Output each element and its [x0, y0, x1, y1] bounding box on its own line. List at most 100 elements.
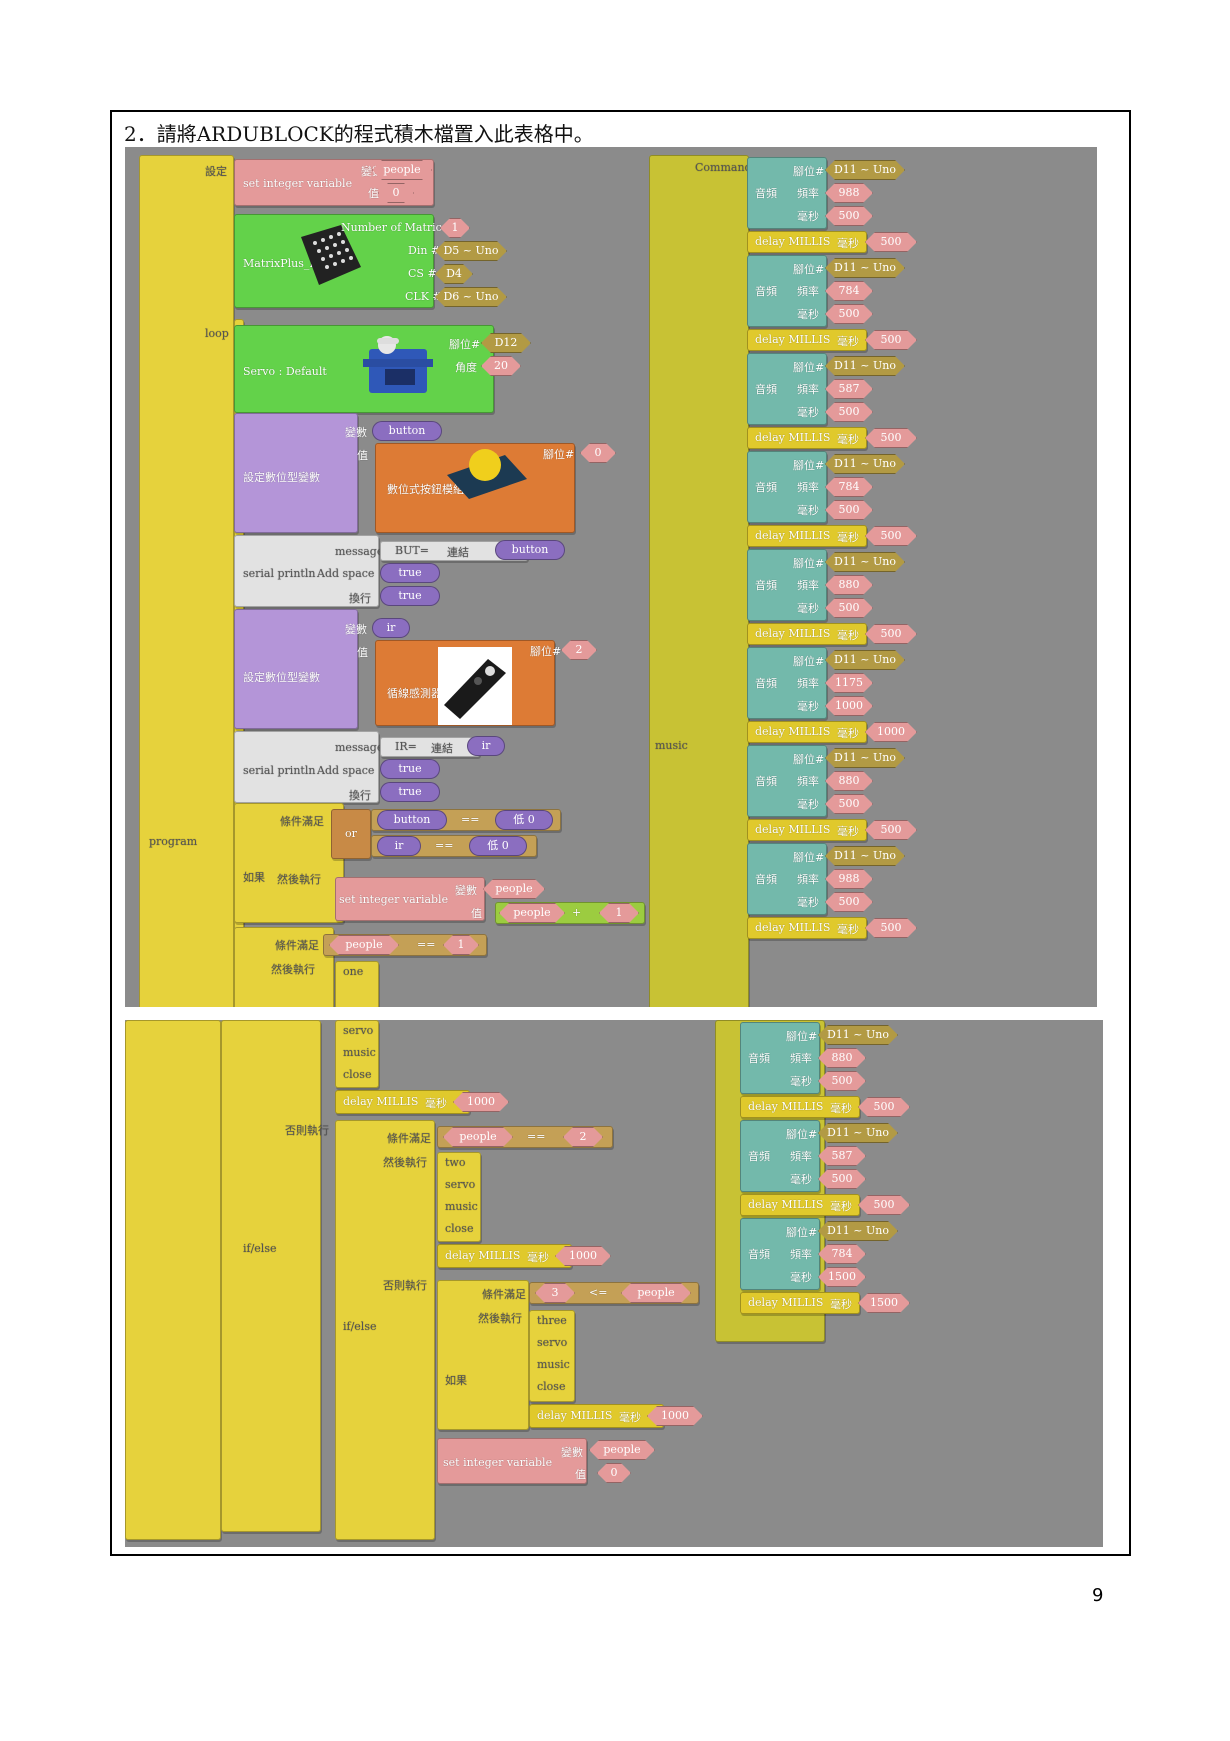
- delay-block[interactable]: [747, 623, 867, 645]
- servo-angle-pill[interactable]: 20: [481, 356, 521, 376]
- low0-pill-2[interactable]: 低 0: [469, 836, 527, 856]
- tone-block[interactable]: [747, 255, 827, 327]
- sub-stack-2[interactable]: [437, 1152, 481, 1242]
- pin-pill[interactable]: D11 ~ Uno: [825, 846, 905, 866]
- delay-block[interactable]: [740, 1194, 860, 1216]
- one-sub-block[interactable]: [335, 961, 379, 1007]
- freq-pill[interactable]: 784: [825, 281, 873, 301]
- program-block-cont[interactable]: [125, 1020, 221, 1540]
- button-ref-pill[interactable]: button: [495, 540, 565, 560]
- freq-pill[interactable]: 988: [825, 869, 873, 889]
- set-digital-ir-block[interactable]: [234, 609, 358, 729]
- compare-ir-pill[interactable]: ir: [377, 836, 421, 856]
- tone-block[interactable]: [747, 353, 827, 425]
- freq-pill[interactable]: 880: [818, 1048, 866, 1068]
- delay-pill[interactable]: 1500: [858, 1293, 910, 1313]
- zero-pill-2[interactable]: 0: [597, 1463, 631, 1483]
- people-pill-5[interactable]: people: [443, 1127, 513, 1147]
- duration-pill[interactable]: 500: [825, 892, 873, 912]
- freq-pill[interactable]: 1175: [825, 673, 873, 693]
- delay-block[interactable]: [740, 1292, 860, 1314]
- program-block[interactable]: [139, 155, 234, 1007]
- if-block-2[interactable]: [437, 1280, 529, 1430]
- delay-pill[interactable]: 500: [858, 1195, 910, 1215]
- delay-pill[interactable]: 500: [858, 1097, 910, 1117]
- duration-pill[interactable]: 500: [818, 1169, 866, 1189]
- matrix-count-pill[interactable]: 1: [440, 218, 470, 238]
- duration-pill[interactable]: 500: [825, 206, 873, 226]
- delay-pill[interactable]: 500: [865, 820, 917, 840]
- duration-pill[interactable]: 500: [825, 304, 873, 324]
- delay-pill[interactable]: 500: [865, 624, 917, 644]
- freq-pill[interactable]: 784: [818, 1244, 866, 1264]
- freq-pill[interactable]: 880: [825, 771, 873, 791]
- delay-pill[interactable]: 1000: [865, 722, 917, 742]
- tone-block[interactable]: [747, 745, 827, 817]
- delay-block[interactable]: [747, 231, 867, 253]
- delay-block-c[interactable]: [529, 1404, 664, 1428]
- people-pill-4[interactable]: people: [329, 935, 399, 955]
- delay-block[interactable]: [747, 329, 867, 351]
- delay-pill-b[interactable]: 1000: [555, 1246, 611, 1266]
- set-digital-button-block[interactable]: [234, 413, 358, 533]
- duration-pill[interactable]: 1500: [818, 1267, 866, 1287]
- pin-pill[interactable]: D11 ~ Uno: [825, 356, 905, 376]
- two-pill[interactable]: 2: [563, 1127, 603, 1147]
- ifelse-block-2[interactable]: [335, 1120, 435, 1540]
- concat-block-2[interactable]: [380, 737, 480, 757]
- low0-pill-1[interactable]: 低 0: [495, 810, 553, 830]
- duration-pill[interactable]: 500: [825, 598, 873, 618]
- servo-pin-pill[interactable]: D12: [481, 333, 531, 353]
- pin-pill[interactable]: D11 ~ Uno: [825, 258, 905, 278]
- pin-pill[interactable]: D11 ~ Uno: [818, 1025, 898, 1045]
- delay-pill[interactable]: 500: [865, 428, 917, 448]
- pin-pill[interactable]: D11 ~ Uno: [825, 748, 905, 768]
- tone-block[interactable]: [747, 647, 827, 719]
- delay-pill[interactable]: 500: [865, 526, 917, 546]
- delay-pill-a[interactable]: 1000: [453, 1092, 509, 1112]
- three-pill[interactable]: 3: [535, 1283, 575, 1303]
- compare-button-pill[interactable]: button: [377, 810, 447, 830]
- set-integer-block-3[interactable]: [437, 1438, 587, 1484]
- people-pill-2[interactable]: people: [483, 879, 545, 899]
- people-pill-7[interactable]: people: [589, 1440, 655, 1460]
- sub-stack-1[interactable]: [335, 1020, 379, 1088]
- pin-pill[interactable]: D11 ~ Uno: [825, 552, 905, 572]
- freq-pill[interactable]: 587: [818, 1146, 866, 1166]
- duration-pill[interactable]: 500: [825, 794, 873, 814]
- duration-pill[interactable]: 500: [818, 1071, 866, 1091]
- duration-pill[interactable]: 1000: [825, 696, 873, 716]
- delay-block[interactable]: [740, 1096, 860, 1118]
- tone-block[interactable]: [740, 1218, 820, 1290]
- freq-pill[interactable]: 587: [825, 379, 873, 399]
- people-pill-3[interactable]: people: [499, 903, 565, 923]
- people-pill-6[interactable]: people: [621, 1283, 691, 1303]
- serial-println-block-2[interactable]: [234, 731, 379, 803]
- delay-pill[interactable]: 500: [865, 232, 917, 252]
- delay-block[interactable]: [747, 427, 867, 449]
- tone-block[interactable]: [740, 1120, 820, 1192]
- clk-pill[interactable]: D6 ~ Uno: [435, 287, 507, 307]
- true-pill-1[interactable]: true: [380, 563, 440, 583]
- cs-pill[interactable]: D4: [435, 264, 473, 284]
- if-block[interactable]: [234, 803, 344, 923]
- set-integer-block-2[interactable]: [335, 877, 485, 921]
- tone-block[interactable]: [747, 843, 827, 915]
- tone-block[interactable]: [747, 451, 827, 523]
- ir-pin-pill[interactable]: 2: [561, 640, 597, 660]
- music-subroutine-block[interactable]: [649, 155, 749, 1007]
- button-var-pill[interactable]: button: [372, 421, 442, 441]
- delay-pill[interactable]: 500: [865, 918, 917, 938]
- tone-block[interactable]: [740, 1022, 820, 1094]
- freq-pill[interactable]: 880: [825, 575, 873, 595]
- din-pill[interactable]: D5 ~ Uno: [435, 241, 507, 261]
- delay-block-b[interactable]: [437, 1244, 572, 1268]
- ifelse-block[interactable]: [234, 927, 334, 1007]
- servo-block[interactable]: [234, 325, 494, 413]
- delay-block[interactable]: [747, 721, 867, 743]
- ifelse-block-cont[interactable]: [221, 1020, 321, 1532]
- delay-block[interactable]: [747, 525, 867, 547]
- serial-println-block-1[interactable]: [234, 535, 379, 607]
- pin-pill[interactable]: D11 ~ Uno: [818, 1221, 898, 1241]
- true-pill-3[interactable]: true: [380, 759, 440, 779]
